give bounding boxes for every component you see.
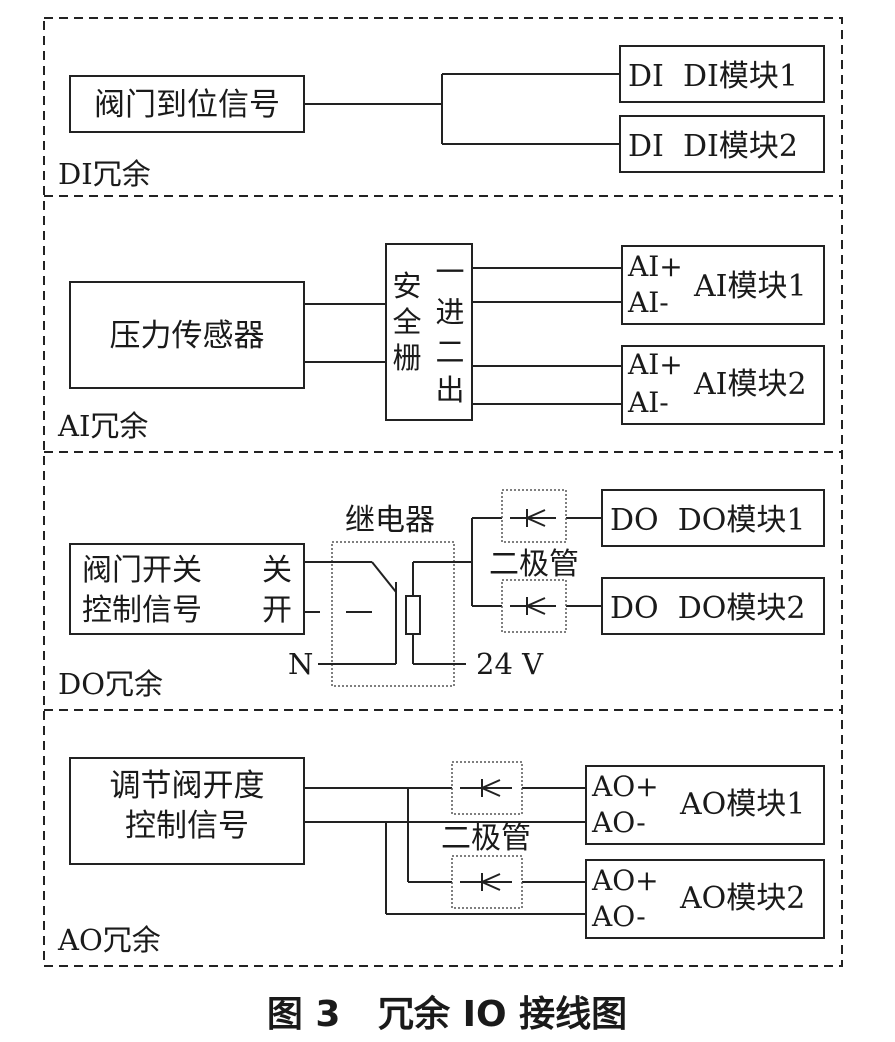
di-module2-box (619, 115, 825, 173)
do-source-box (69, 543, 305, 635)
do-close-label: 关 (262, 553, 292, 588)
relay-internals (304, 517, 602, 665)
ai-module1-box (621, 245, 825, 325)
ao-section-label: AO冗余 (57, 923, 161, 957)
splitter-char-1: 一 (435, 255, 464, 289)
relay-dotted-box (331, 541, 455, 687)
relay-switch-blade (371, 561, 397, 593)
ai-module2-plus: AI+ (627, 348, 683, 381)
ao-module2-box (585, 859, 825, 939)
ao-source-line2: 控制信号 (125, 808, 249, 844)
ao-source-box (69, 757, 305, 865)
di-section-label: DI冗余 (58, 157, 151, 191)
ao-diode1-box (451, 761, 523, 815)
do-source-line1: 阀门开关 (82, 553, 202, 588)
splitter-char-3: 二 (435, 335, 464, 369)
ao-diode1-symbol (460, 779, 512, 797)
do-section-label: DO冗余 (58, 667, 163, 701)
ao-module2-plus: AO+ (591, 864, 659, 897)
relay-coil (405, 595, 421, 635)
do-diode-label: 二极管 (489, 547, 579, 582)
do-open-label: 开 (262, 593, 292, 628)
ao-section: 调节阀开度 控制信号 二极管 AO+ AO- AO模块1 (57, 757, 825, 957)
do-24v-label: 24 V (476, 647, 544, 681)
ai-module1-plus: AI+ (627, 250, 683, 283)
ao-wires (304, 787, 586, 915)
ao-module1-minus: AO- (591, 806, 646, 839)
ao-diode-label: 二极管 (441, 821, 531, 856)
di-module1-box (619, 45, 825, 103)
safety-barrier-box (385, 243, 473, 421)
do-n-label: N (288, 647, 313, 681)
splitter-char-4: 出 (435, 373, 464, 407)
do-diode1-box (501, 489, 567, 543)
ai-module2-label: AI模块2 (693, 367, 807, 402)
do-source-line2: 控制信号 (82, 593, 202, 628)
ao-diode2-symbol (460, 873, 512, 891)
ai-wires (304, 267, 622, 405)
barrier-char-1: 安 (392, 269, 421, 303)
ai-module1-label: AI模块1 (693, 269, 807, 304)
ai-module2-box (621, 345, 825, 425)
figure-caption: 图 3 冗余 IO 接线图 (267, 993, 627, 1035)
ai-source-box (69, 281, 305, 389)
do-module1-box (601, 489, 825, 547)
ao-module1-plus: AO+ (591, 770, 659, 803)
ao-diode2-box (451, 855, 523, 909)
ai-section: 压力传感器 安 全 栅 一 进 二 出 AI+ AI- AI模块1 AI+ AI… (57, 243, 825, 443)
relay-label: 继电器 (345, 503, 435, 538)
do-module1-label: DO DO模块1 (610, 503, 805, 538)
caption-group: 图 3 冗余 IO 接线图 (267, 993, 627, 1035)
do-section: 阀门开关 控制信号 关 开 继电器 N 24 V (58, 489, 825, 701)
do-module2-box (601, 577, 825, 635)
di-module2-label: DI DI模块2 (628, 129, 798, 164)
barrier-char-2: 全 (392, 305, 421, 339)
ai-source-label: 压力传感器 (110, 318, 265, 354)
di-module1-label: DI DI模块1 (628, 59, 798, 94)
splitter-char-2: 进 (435, 295, 464, 329)
do-diode2-box (501, 579, 567, 633)
ao-module2-label: AO模块2 (679, 881, 805, 916)
ao-module1-box (585, 765, 825, 845)
section-borders (43, 17, 843, 967)
outer-dashed-frame (43, 17, 843, 967)
do-diode1-symbol (510, 509, 556, 527)
ao-module2-minus: AO- (591, 900, 646, 933)
di-section: 阀门到位信号 DI DI模块1 DI DI模块2 DI冗余 (58, 45, 825, 191)
do-module2-label: DO DO模块2 (610, 591, 805, 626)
di-wires (304, 73, 620, 145)
ai-module2-minus: AI- (627, 386, 669, 419)
ai-section-label: AI冗余 (57, 409, 148, 443)
barrier-char-3: 栅 (392, 341, 421, 375)
ao-module1-label: AO模块1 (679, 787, 805, 822)
ao-source-line1: 调节阀开度 (110, 768, 265, 804)
ai-module1-minus: AI- (627, 286, 669, 319)
do-diode2-symbol (510, 597, 556, 615)
di-source-label: 阀门到位信号 (94, 87, 280, 123)
